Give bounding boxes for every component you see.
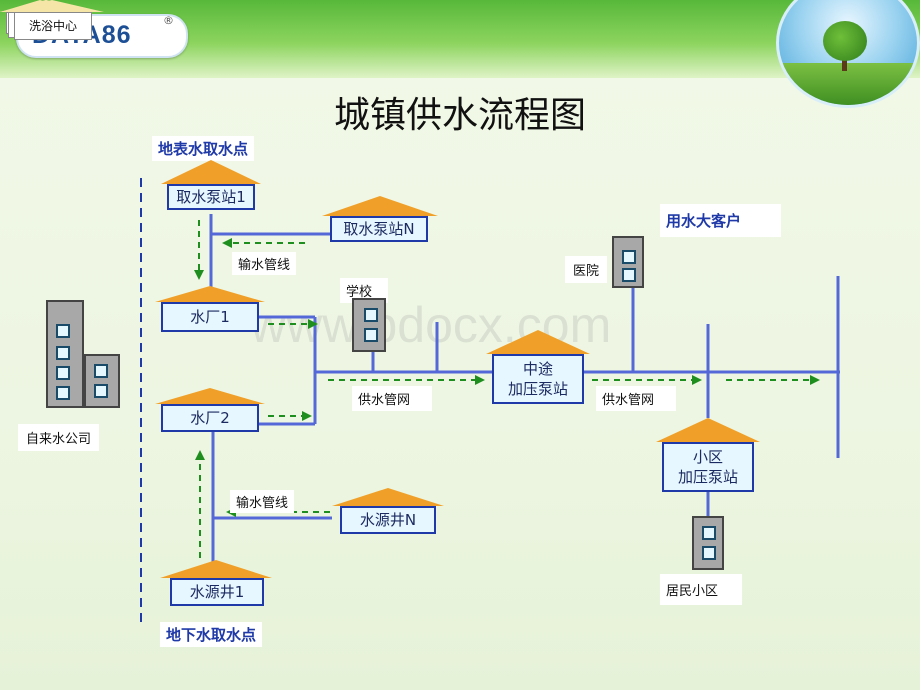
residential-booster-station: 小区 加压泵站 xyxy=(656,418,760,492)
intake-station-1: 取水泵站1 xyxy=(161,160,261,210)
globe-image xyxy=(776,0,920,108)
hospital-building xyxy=(612,236,644,288)
res-station-line2: 加压泵站 xyxy=(677,468,738,486)
groundwater-label: 地下水取水点 xyxy=(160,622,263,647)
registered-mark: ® xyxy=(163,14,174,27)
school-building xyxy=(352,298,386,352)
water-plant-1: 水厂1 xyxy=(155,286,265,332)
well-n: 水源井N xyxy=(332,488,444,534)
transfer-pipe-label-bottom: 输水管线 xyxy=(230,490,295,513)
well-1: 水源井1 xyxy=(160,560,272,606)
page-title: 城镇供水流程图 xyxy=(333,95,586,136)
intake-station-n: 取水泵站N xyxy=(322,196,438,242)
supply-network-label-2: 供水管网 xyxy=(596,386,677,411)
surface-water-label: 地表水取水点 xyxy=(152,136,255,161)
company-building-tall xyxy=(46,300,84,408)
mid-booster-station: 中途 加压泵站 xyxy=(486,330,590,404)
big-customers-label: 用水大客户 xyxy=(660,204,782,237)
res-station-line1: 小区 xyxy=(692,448,723,466)
company-building-short xyxy=(84,354,120,408)
supply-network-label-1: 供水管网 xyxy=(352,386,433,411)
mid-station-line1: 中途 xyxy=(522,360,553,378)
transfer-pipe-label-top: 输水管线 xyxy=(232,252,297,275)
residential-label: 居民小区 xyxy=(660,574,743,605)
mid-station-line2: 加压泵站 xyxy=(507,380,568,398)
hospital-label: 医院 xyxy=(565,256,608,283)
water-plant-2: 水厂2 xyxy=(155,388,265,432)
company-label: 自来水公司 xyxy=(18,424,100,451)
residential-building xyxy=(692,516,724,570)
